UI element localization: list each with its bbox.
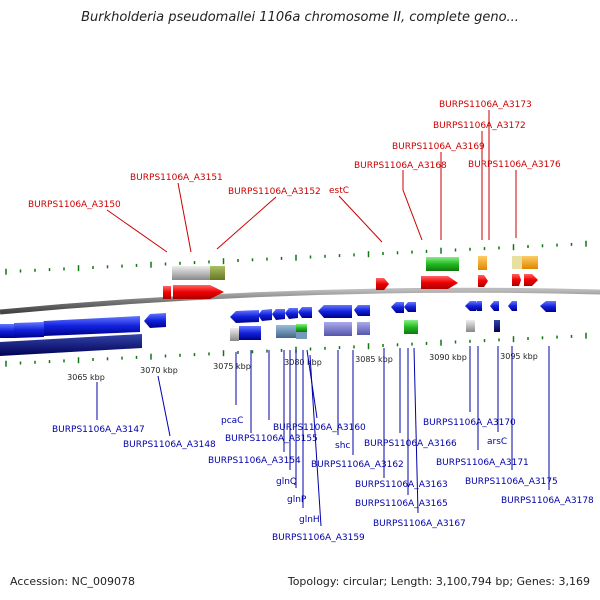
map-title: Burkholderia pseudomallei 1106a chromoso… <box>81 10 519 25</box>
forward-tick-row <box>5 240 587 275</box>
gene-arrow-reverse[interactable] <box>298 307 312 318</box>
gene-box-gray[interactable] <box>230 328 239 341</box>
gene-label-forward[interactable]: BURPS1106A_A3150 <box>28 200 121 210</box>
gene-label-forward[interactable]: BURPS1106A_A3172 <box>433 121 526 131</box>
gene-arrow-reverse[interactable] <box>508 301 517 311</box>
gene-box-gray[interactable] <box>172 266 210 280</box>
gene-label-forward[interactable]: BURPS1106A_A3176 <box>468 160 561 170</box>
gene-arrow-reverse[interactable] <box>318 305 352 318</box>
gene-arrow-reverse[interactable] <box>540 301 556 312</box>
gene-label-forward[interactable]: BURPS1106A_A3169 <box>392 142 485 152</box>
gene-label-forward[interactable]: BURPS1106A_A3151 <box>130 173 223 183</box>
gene-box-purple[interactable] <box>324 322 352 336</box>
gene-label-reverse[interactable]: glnH <box>299 515 320 525</box>
gene-arrow-reverse[interactable] <box>272 309 285 320</box>
gene-label-forward[interactable]: BURPS1106A_A3168 <box>354 161 447 171</box>
gene-box-steel[interactable] <box>296 332 307 339</box>
scale-label: 3095 kbp <box>500 352 538 361</box>
gene-label-forward[interactable]: BURPS1106A_A3173 <box>439 100 532 110</box>
gene-label-forward[interactable]: estC <box>329 186 349 196</box>
gene-label-forward[interactable]: BURPS1106A_A3152 <box>228 187 321 197</box>
gene-box-green[interactable] <box>404 320 418 334</box>
gene-label-reverse[interactable]: BURPS1106A_A3166 <box>364 439 457 449</box>
gene-box-gray[interactable] <box>466 320 475 332</box>
gene-label-reverse[interactable]: BURPS1106A_A3165 <box>355 499 448 509</box>
gene-arrow-reverse[interactable] <box>354 305 370 316</box>
gene-arrow-reverse[interactable] <box>230 310 259 323</box>
gene-arrow-reverse[interactable] <box>144 313 166 328</box>
gene-label-reverse[interactable]: shc <box>335 441 350 451</box>
gene-arrow-reverse[interactable] <box>474 301 482 311</box>
reverse-gene-leaders <box>96 346 550 527</box>
gene-box-orange[interactable] <box>478 256 487 270</box>
gene-label-reverse[interactable]: BURPS1106A_A3167 <box>373 519 466 529</box>
forward-strand-features <box>163 256 538 299</box>
gene-label-reverse[interactable]: BURPS1106A_A3160 <box>273 423 366 433</box>
gene-box-orange[interactable] <box>522 256 538 269</box>
gene-label-reverse[interactable]: BURPS1106A_A3147 <box>52 425 145 435</box>
gene-box-green[interactable] <box>426 257 459 271</box>
gene-label-reverse[interactable]: BURPS1106A_A3163 <box>355 480 448 490</box>
gene-label-reverse[interactable]: BURPS1106A_A3170 <box>423 418 516 428</box>
topology-summary: Topology: circular; Length: 3,100,794 bp… <box>287 575 590 588</box>
forward-label-texts: BURPS1106A_A3150 BURPS1106A_A3151 BURPS1… <box>28 100 561 210</box>
gene-arrow-forward[interactable] <box>421 276 458 289</box>
forward-gene-labels <box>106 110 517 253</box>
reverse-label-texts: BURPS1106A_A3147 BURPS1106A_A3148 pcaC B… <box>52 416 594 543</box>
gene-label-reverse[interactable]: BURPS1106A_A3162 <box>311 460 404 470</box>
gene-box-purple[interactable] <box>357 322 370 335</box>
reverse-tick-row <box>5 332 587 367</box>
gene-arrow-reverse[interactable] <box>490 301 499 311</box>
gene-band-navy <box>0 334 142 356</box>
chromosome-backbone <box>0 287 600 315</box>
gene-arrow-reverse[interactable] <box>36 316 140 336</box>
gene-arrow-reverse[interactable] <box>0 324 14 338</box>
scale-label: 3070 kbp <box>140 366 178 375</box>
gene-label-reverse[interactable]: glnP <box>287 495 307 505</box>
gene-arrow-forward[interactable] <box>173 285 224 299</box>
gene-label-reverse[interactable]: pcaC <box>221 416 243 426</box>
gene-arrow-forward[interactable] <box>376 278 389 290</box>
scale-label: 3090 kbp <box>429 353 467 362</box>
scale-label: 3085 kbp <box>355 355 393 364</box>
gene-label-reverse[interactable]: BURPS1106A_A3159 <box>272 533 365 543</box>
gene-arrow-forward[interactable] <box>478 275 488 287</box>
gene-box-navy[interactable] <box>494 320 500 332</box>
scale-label: 3075 kbp <box>213 362 251 371</box>
gene-arrow-reverse[interactable] <box>258 309 272 321</box>
gene-box-steel[interactable] <box>276 325 296 338</box>
gene-box-beige[interactable] <box>512 256 522 269</box>
gene-arrow-forward[interactable] <box>512 274 521 286</box>
reverse-strand-features <box>0 301 556 356</box>
gene-label-reverse[interactable]: BURPS1106A_A3178 <box>501 496 594 506</box>
gene-label-reverse[interactable]: arsC <box>487 437 507 447</box>
gene-arrow-reverse[interactable] <box>404 302 416 312</box>
gene-label-reverse[interactable]: BURPS1106A_A3154 <box>208 456 301 466</box>
gene-arrow-reverse[interactable] <box>391 302 404 313</box>
gene-label-reverse[interactable]: BURPS1106A_A3171 <box>436 458 529 468</box>
gene-arrow-forward[interactable] <box>524 274 538 286</box>
gene-label-reverse[interactable]: glnQ <box>276 477 297 487</box>
gene-label-reverse[interactable]: BURPS1106A_A3175 <box>465 477 558 487</box>
gene-arrow-reverse[interactable] <box>14 322 44 338</box>
gene-label-reverse[interactable]: BURPS1106A_A3155 <box>225 434 318 444</box>
gene-arrow-reverse[interactable] <box>465 301 476 311</box>
gene-box-olive[interactable] <box>210 266 225 280</box>
gene-box-green[interactable] <box>296 324 307 332</box>
gene-arrow-reverse[interactable] <box>285 308 298 319</box>
gene-arrow-forward[interactable] <box>163 286 171 299</box>
gene-box-blue[interactable] <box>239 326 261 340</box>
scale-label: 3065 kbp <box>67 373 105 382</box>
gene-label-reverse[interactable]: BURPS1106A_A3148 <box>123 440 216 450</box>
accession-text: Accession: NC_009078 <box>10 575 136 588</box>
